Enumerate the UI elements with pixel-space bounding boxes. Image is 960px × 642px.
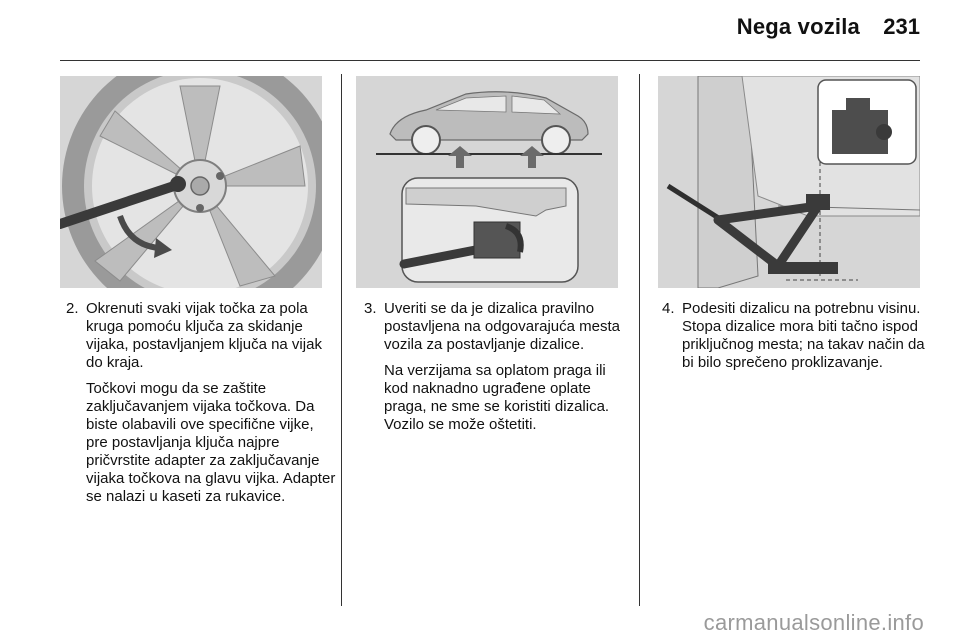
step-3: 3. Uveriti se da je dizalica pravilno po… <box>364 300 634 440</box>
wheel-wrench-icon <box>60 76 322 288</box>
step-instruction: Podesiti dizalicu na potrebnu visinu. St… <box>682 300 925 371</box>
step-note: Na verzijama sa oplatom praga ili kod na… <box>384 362 610 433</box>
watermark: carmanualsonline.info <box>703 610 924 635</box>
column-divider <box>639 74 640 606</box>
car-jacking-points-illustration <box>356 76 618 288</box>
wheel-wrench-illustration <box>60 76 322 288</box>
car-jacking-points-icon <box>356 76 618 288</box>
step-instruction: Uveriti se da je dizalica pravilno posta… <box>384 300 620 353</box>
step-note: Točkovi mogu da se zaštite zaključavanje… <box>86 380 336 505</box>
jack-positioning-illustration <box>658 76 920 288</box>
column-divider <box>341 74 342 606</box>
page-title: Nega vozila <box>736 14 860 39</box>
step-4: 4. Podesiti dizalicu na potrebnu visinu.… <box>662 300 932 378</box>
step-number: 4. <box>662 300 675 317</box>
step-number: 3. <box>364 300 377 317</box>
page-number: 231 <box>883 14 920 39</box>
step-instruction: Okrenuti svaki vijak točka za pola kruga… <box>86 300 322 371</box>
header-divider <box>60 60 920 61</box>
jack-positioning-icon <box>658 76 920 288</box>
step-number: 2. <box>66 300 79 317</box>
step-2: 2. Okrenuti svaki vijak točka za pola kr… <box>66 300 336 512</box>
